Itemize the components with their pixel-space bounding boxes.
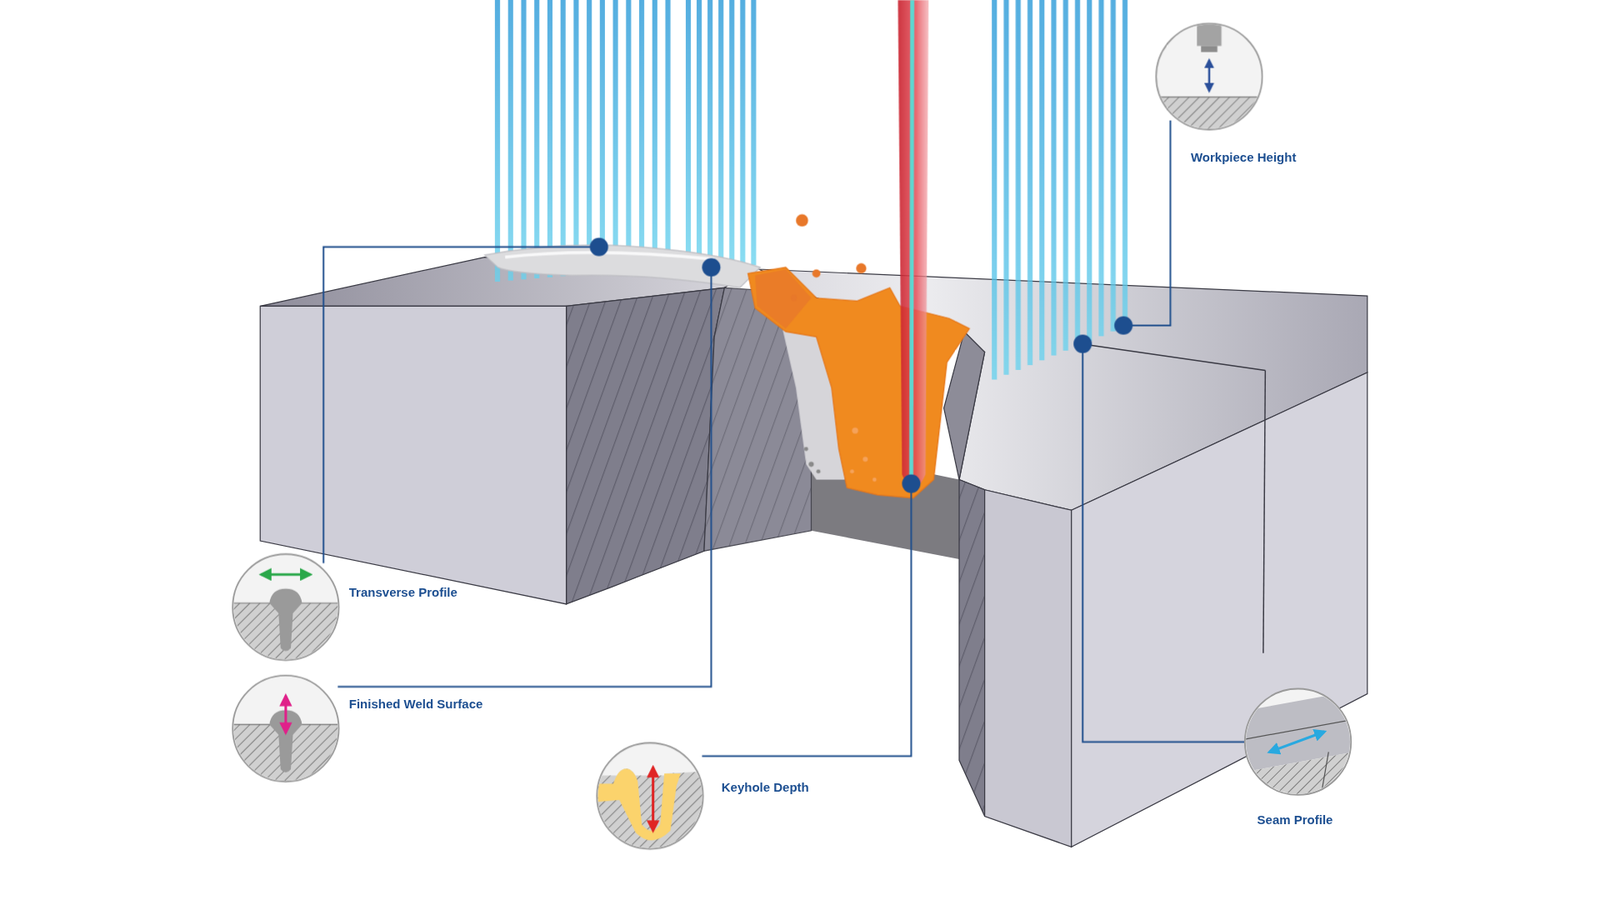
light-sheet [696, 0, 702, 262]
light-sheet [1015, 0, 1021, 370]
light-sheet [1050, 0, 1056, 356]
light-sheet [991, 0, 997, 380]
light-sheet [1003, 0, 1009, 375]
light-sheet [600, 0, 605, 273]
light-sheet [560, 0, 566, 276]
light-sheet [665, 0, 670, 268]
light-sheet [707, 0, 713, 263]
light-sheet [1027, 0, 1033, 365]
light-sheet [1098, 0, 1104, 336]
callout-label: Finished Weld Surface [349, 696, 484, 712]
light-sheet [740, 0, 745, 265]
light-sheet [534, 0, 540, 279]
light-sheet [1122, 0, 1128, 327]
light-sheet [612, 0, 618, 272]
light-sheet [495, 0, 500, 282]
light-sheet [586, 0, 592, 275]
light-sheet [1110, 0, 1116, 332]
light-sheet [685, 0, 691, 261]
light-sheet [573, 0, 579, 275]
light-sheet [1039, 0, 1045, 360]
callout-label: Seam Profile [1257, 812, 1334, 828]
callout-label: Transverse Profile [349, 585, 458, 600]
light-sheet [508, 0, 514, 281]
light-sheet [1086, 0, 1092, 341]
callout-label: Workpiece Height [1190, 150, 1296, 165]
light-sheet [652, 0, 658, 269]
light-sheet [750, 0, 756, 265]
light-sheet [625, 0, 631, 271]
light-sheet [718, 0, 724, 264]
callout-label: Keyhole Depth [721, 780, 810, 795]
light-sheet [547, 0, 553, 278]
light-sheet [639, 0, 645, 270]
light-sheet [1063, 0, 1069, 351]
light-sheet [1075, 0, 1080, 346]
light-sheet [729, 0, 735, 265]
light-sheet [520, 0, 526, 280]
